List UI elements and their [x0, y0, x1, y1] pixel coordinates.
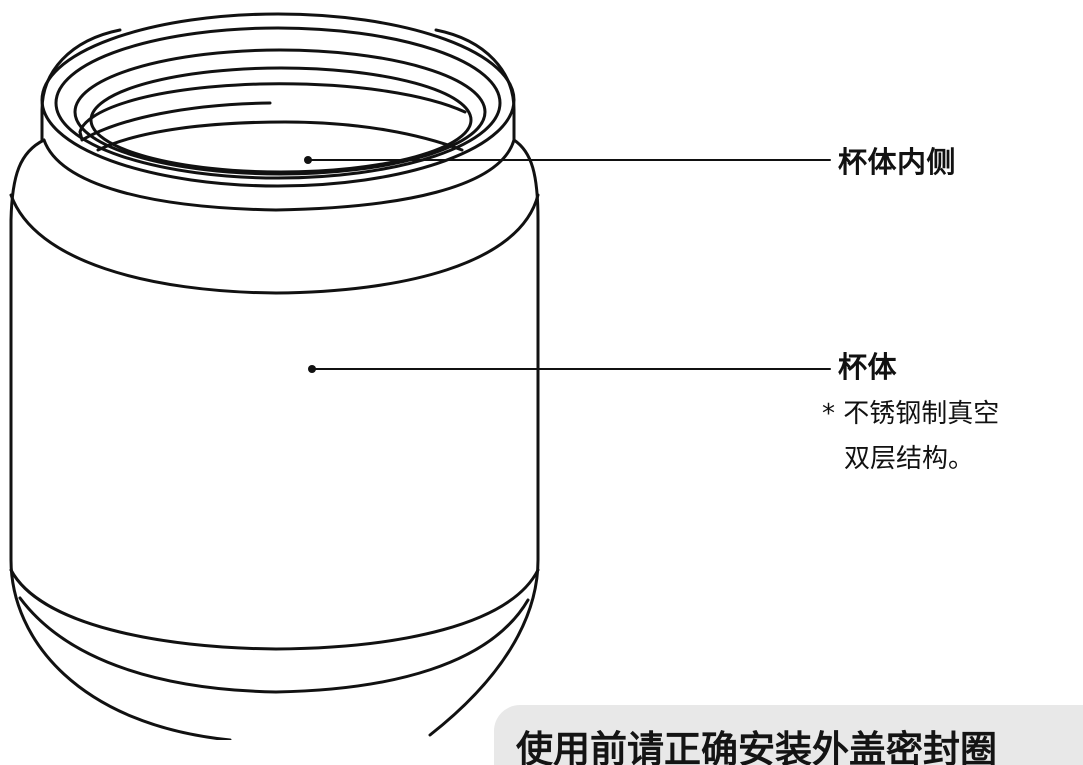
jar-rim-outer — [40, 12, 516, 188]
jar-neck-right — [434, 28, 516, 142]
jar-shoulder-bottom — [9, 193, 540, 295]
jar-illustration — [9, 12, 831, 740]
jar-thread-line — [78, 82, 467, 134]
note-line-1: * 不锈钢制真空 — [822, 399, 1000, 429]
label-cup-inner: 杯体内侧 — [838, 145, 957, 179]
jar-inner-ring — [96, 120, 464, 152]
leader-dot-body — [308, 365, 316, 373]
label-body-note: * 不锈钢制真空 双层结构。 — [822, 392, 1082, 482]
leader-dot-inner — [304, 156, 312, 164]
jar-thread-end — [78, 101, 272, 142]
jar-thread-outer — [73, 48, 487, 176]
notice-banner: 使用前请正确安装外盖密封圈 — [494, 705, 1083, 765]
jar-base-upper — [9, 568, 540, 651]
jar-neck-left — [40, 28, 122, 142]
jar-base-lower — [18, 596, 530, 694]
jar-shoulder-top — [42, 138, 516, 212]
notice-text: 使用前请正确安装外盖密封圈 — [516, 728, 997, 765]
diagram-canvas: 杯体内侧 杯体 * 不锈钢制真空 双层结构。 使用前请正确安装外盖密封圈 — [9, 12, 1083, 765]
jar-rim-inner — [54, 26, 502, 180]
note-line-2: 双层结构。 — [844, 444, 975, 474]
label-cup-body: 杯体 — [838, 350, 898, 384]
